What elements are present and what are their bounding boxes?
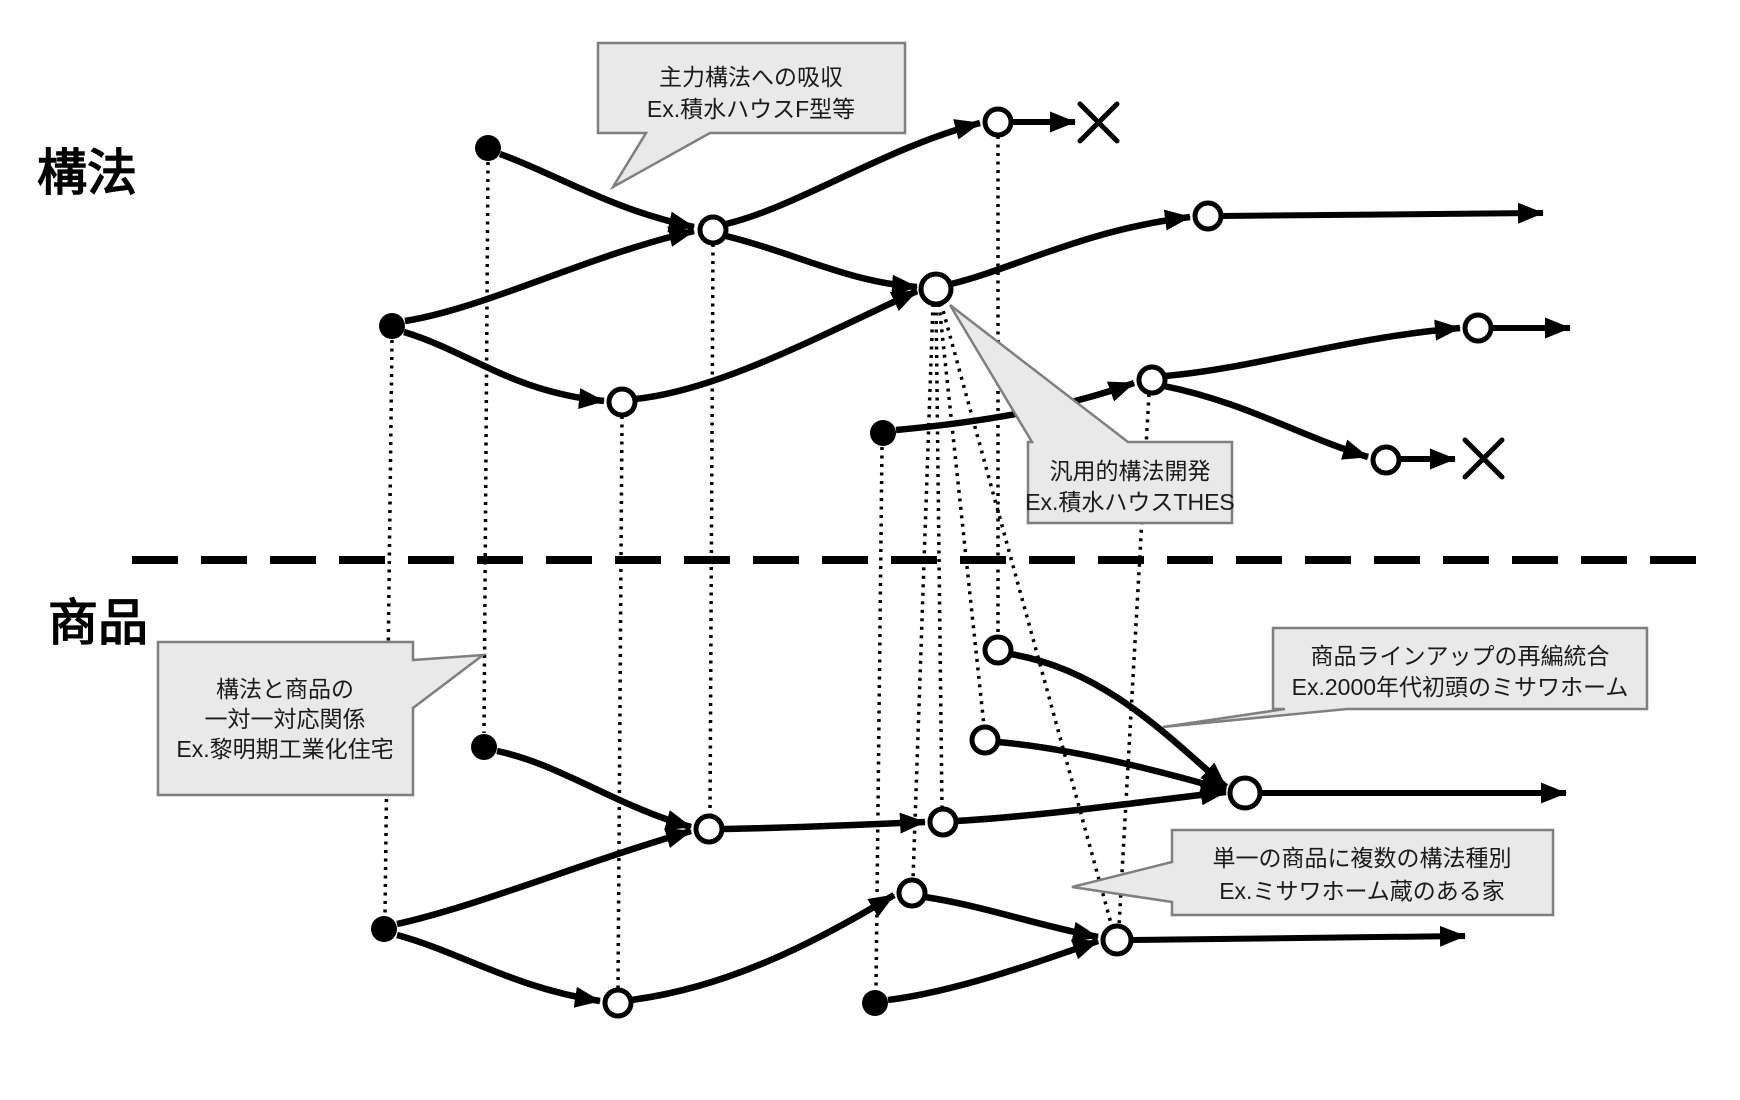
edge-p1-p3 bbox=[496, 747, 692, 831]
callout-bubble bbox=[596, 41, 907, 191]
callout-line: 一対一対応関係 bbox=[205, 706, 366, 732]
product-origin-node bbox=[862, 990, 888, 1016]
product-junction-node bbox=[982, 634, 1014, 666]
callout-line: Ex.ミサワホーム蔵のある家 bbox=[1219, 878, 1505, 904]
construction-flow-edges bbox=[403, 119, 1461, 461]
callout-bubble bbox=[1071, 828, 1555, 917]
callout-lineup-reorg: 商品ラインアップの再編統合 Ex.2000年代初頭のミサワホーム bbox=[1162, 626, 1649, 729]
product-nodes bbox=[371, 634, 1263, 1019]
product-junction-node bbox=[693, 813, 725, 845]
edge-p4-p10 bbox=[630, 892, 896, 1004]
x-stroke bbox=[1462, 437, 1505, 480]
method-junction-node-major bbox=[918, 271, 954, 307]
callout-line: 構法と商品の bbox=[216, 676, 354, 702]
callout-bubble bbox=[156, 640, 488, 797]
arrow-g-continue bbox=[1220, 202, 1544, 224]
method-junction-node bbox=[1192, 200, 1224, 232]
callouts: 主力構法への吸収 Ex.積水ハウスF型等 汎用的構法開発 Ex.積水ハウスTHE… bbox=[156, 41, 1649, 917]
product-junction-node bbox=[927, 806, 959, 838]
edge-p2-p4 bbox=[396, 931, 601, 1008]
edge-p9-p8 bbox=[955, 784, 1227, 825]
method-junction-node bbox=[1136, 364, 1168, 396]
edge-c-e bbox=[403, 328, 605, 410]
callout-bubble bbox=[948, 304, 1234, 525]
construction-section-label: 構法 bbox=[37, 145, 137, 201]
callout-line: 単一の商品に複数の構法種別 bbox=[1213, 845, 1512, 871]
termination-x-marks bbox=[1077, 101, 1505, 480]
edge-i-k bbox=[1163, 382, 1369, 461]
method-origin-node bbox=[475, 135, 501, 161]
link-f-p10 bbox=[911, 303, 935, 880]
link-e-p4 bbox=[616, 415, 624, 990]
callout-line: Ex.積水ハウスF型等 bbox=[647, 96, 855, 122]
method-junction-node bbox=[606, 386, 638, 418]
product-origin-node bbox=[471, 734, 497, 760]
method-junction-node bbox=[982, 106, 1014, 138]
product-junction-node bbox=[896, 877, 928, 909]
callout-line: 主力構法への吸収 bbox=[659, 64, 843, 90]
callout-line: Ex.2000年代初頭のミサワホーム bbox=[1292, 674, 1629, 700]
edge-i-j bbox=[1164, 319, 1461, 380]
arrow-p11-continue bbox=[1130, 925, 1466, 947]
callout-line: 汎用的構法開発 bbox=[1050, 458, 1211, 484]
product-section-label: 商品 bbox=[48, 595, 148, 651]
product-flow-edges bbox=[396, 650, 1229, 1008]
link-c-p2 bbox=[383, 339, 394, 916]
edge-f-g bbox=[950, 209, 1191, 288]
callout-line: Ex.黎明期工業化住宅 bbox=[176, 736, 393, 762]
edge-e-f bbox=[634, 288, 919, 403]
link-b-p3 bbox=[708, 243, 715, 816]
edge-p3-p9 bbox=[721, 812, 926, 834]
construction-nodes bbox=[379, 106, 1494, 476]
method-origin-node bbox=[870, 420, 896, 446]
link-f-p11 bbox=[939, 302, 1114, 928]
callout-absorption: 主力構法への吸収 Ex.積水ハウスF型等 bbox=[596, 41, 907, 191]
edge-b-d bbox=[725, 119, 981, 228]
edge-h-i bbox=[895, 379, 1136, 434]
product-junction-node bbox=[602, 987, 634, 1019]
edge-p2-p3 bbox=[396, 827, 692, 928]
callout-multi-method: 単一の商品に複数の構法種別 Ex.ミサワホーム蔵のある家 bbox=[1071, 828, 1555, 917]
x-mark-top bbox=[1077, 101, 1120, 144]
method-junction-node bbox=[697, 214, 729, 246]
x-stroke bbox=[1077, 101, 1120, 144]
link-f-p7 bbox=[937, 303, 986, 727]
edge-p7-p8 bbox=[997, 738, 1227, 794]
product-junction-node bbox=[969, 724, 1001, 756]
terminal-arrows bbox=[1011, 111, 1571, 947]
callout-line: 商品ラインアップの再編統合 bbox=[1311, 643, 1610, 669]
edge-p10-p11 bbox=[924, 893, 1099, 943]
link-a-p1 bbox=[482, 161, 490, 734]
section-labels: 構法 商品 bbox=[37, 145, 148, 651]
callout-line: Ex.積水ハウスTHES bbox=[1025, 489, 1235, 515]
edge-p6-p11 bbox=[887, 937, 1100, 1004]
callout-bubble bbox=[1162, 626, 1649, 729]
method-junction-node bbox=[1370, 444, 1402, 476]
method-origin-node bbox=[379, 313, 405, 339]
edge-b-f bbox=[725, 232, 918, 296]
edge-c-b bbox=[404, 226, 695, 325]
product-origin-node bbox=[371, 916, 397, 942]
link-i-p11 bbox=[1117, 393, 1151, 927]
callout-one-to-one: 構法と商品の 一対一対応関係 Ex.黎明期工業化住宅 bbox=[156, 640, 488, 797]
product-junction-node-major bbox=[1227, 775, 1263, 811]
callout-generic-dev: 汎用的構法開発 Ex.積水ハウスTHES bbox=[948, 304, 1235, 525]
product-junction-node-major bbox=[1100, 923, 1134, 957]
method-junction-node bbox=[1462, 312, 1494, 344]
edge-a-b bbox=[498, 150, 695, 233]
x-mark-right bbox=[1462, 437, 1505, 480]
edge-q1-p8 bbox=[1009, 650, 1229, 790]
